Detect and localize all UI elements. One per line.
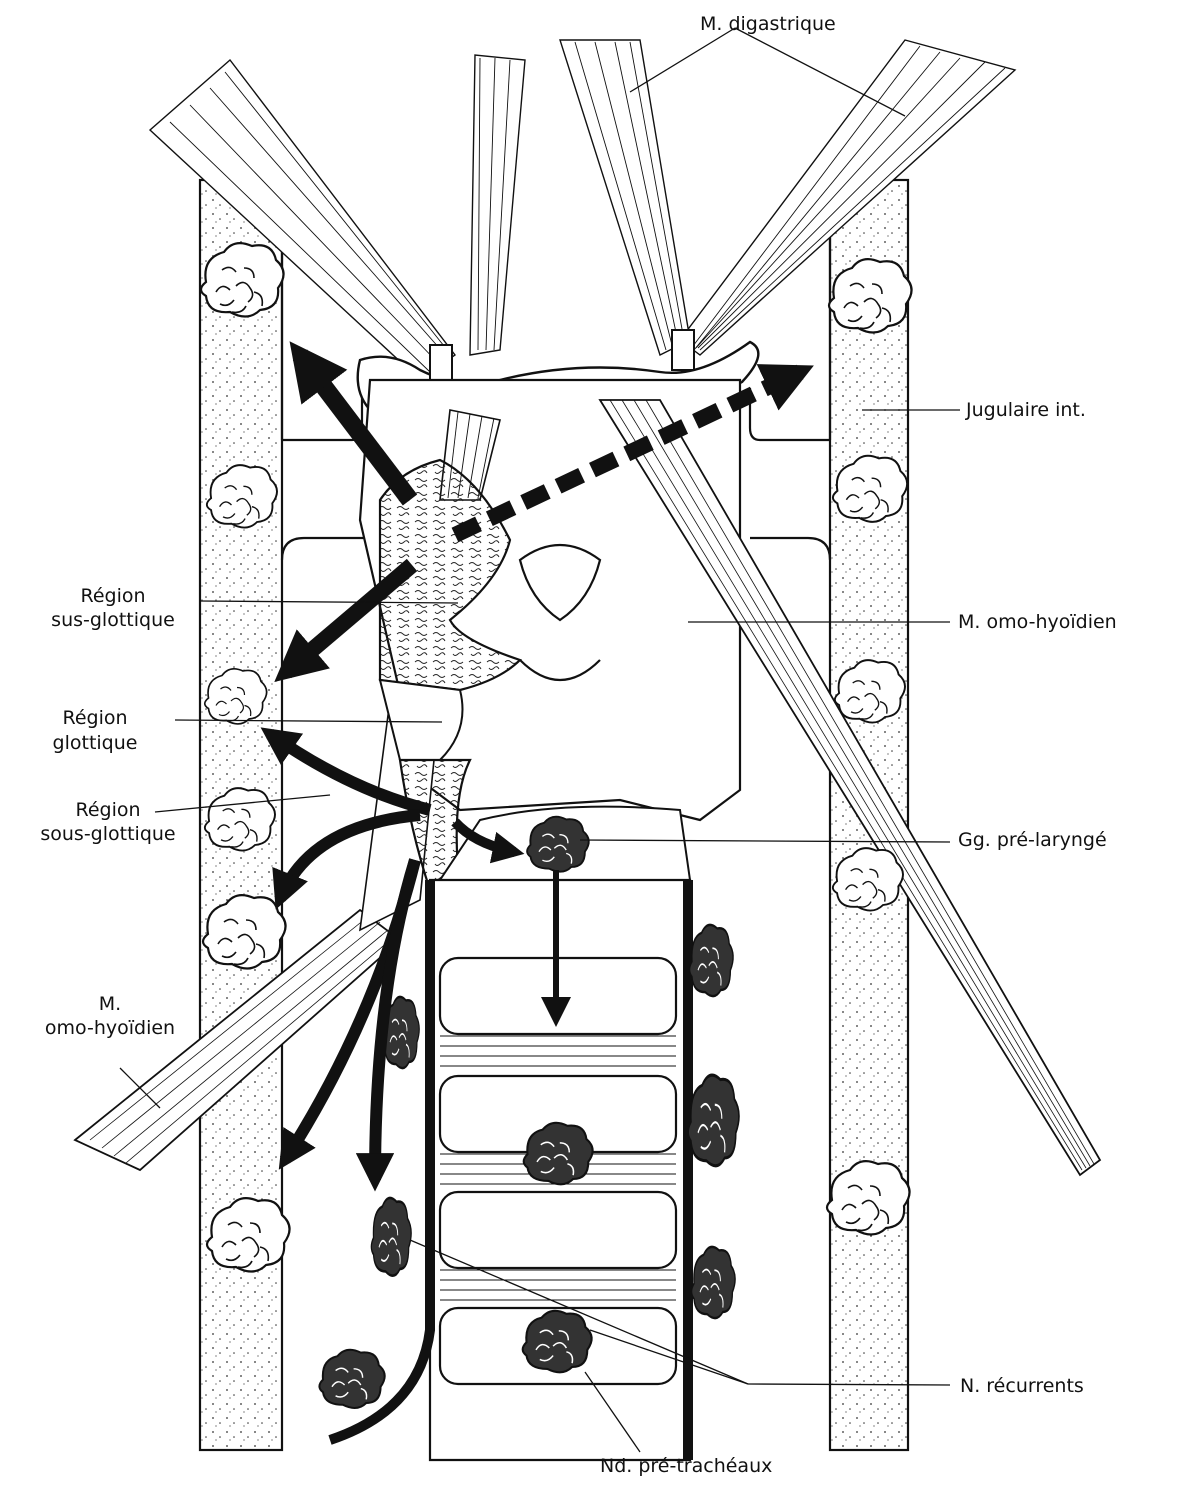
label-glottic-region-line1: Région	[20, 706, 170, 730]
label-digastric: M. digastrique	[700, 12, 836, 36]
label-glottic-region-line2: glottique	[20, 731, 170, 755]
label-subglottic-region-line1: Région	[18, 798, 198, 822]
lymph-node-icon	[688, 1075, 739, 1166]
label-jugular-internal: Jugulaire int.	[966, 398, 1086, 422]
lymph-node-icon	[371, 1198, 411, 1276]
label-prelaryngeal-node: Gg. pré-laryngé	[958, 828, 1107, 852]
label-supraglottic-region-line2: sus-glottique	[28, 608, 198, 632]
lymph-node-icon	[690, 925, 734, 996]
label-omohyoid-left-line1: M.	[40, 992, 180, 1016]
label-pretracheal-nodes: Nd. pré-trachéaux	[600, 1454, 772, 1478]
lymph-node-icon	[319, 1350, 384, 1408]
label-supraglottic-region-line1: Région	[28, 584, 198, 608]
label-subglottic-region-line2: sous-glottique	[18, 822, 198, 846]
label-omohyoid-left-line2: omo-hyoïdien	[20, 1016, 200, 1040]
lymph-node-icon	[692, 1247, 736, 1318]
label-recurrent-nerves: N. récurrents	[960, 1374, 1084, 1398]
label-omohyoid-right: M. omo-hyoïdien	[958, 610, 1117, 634]
